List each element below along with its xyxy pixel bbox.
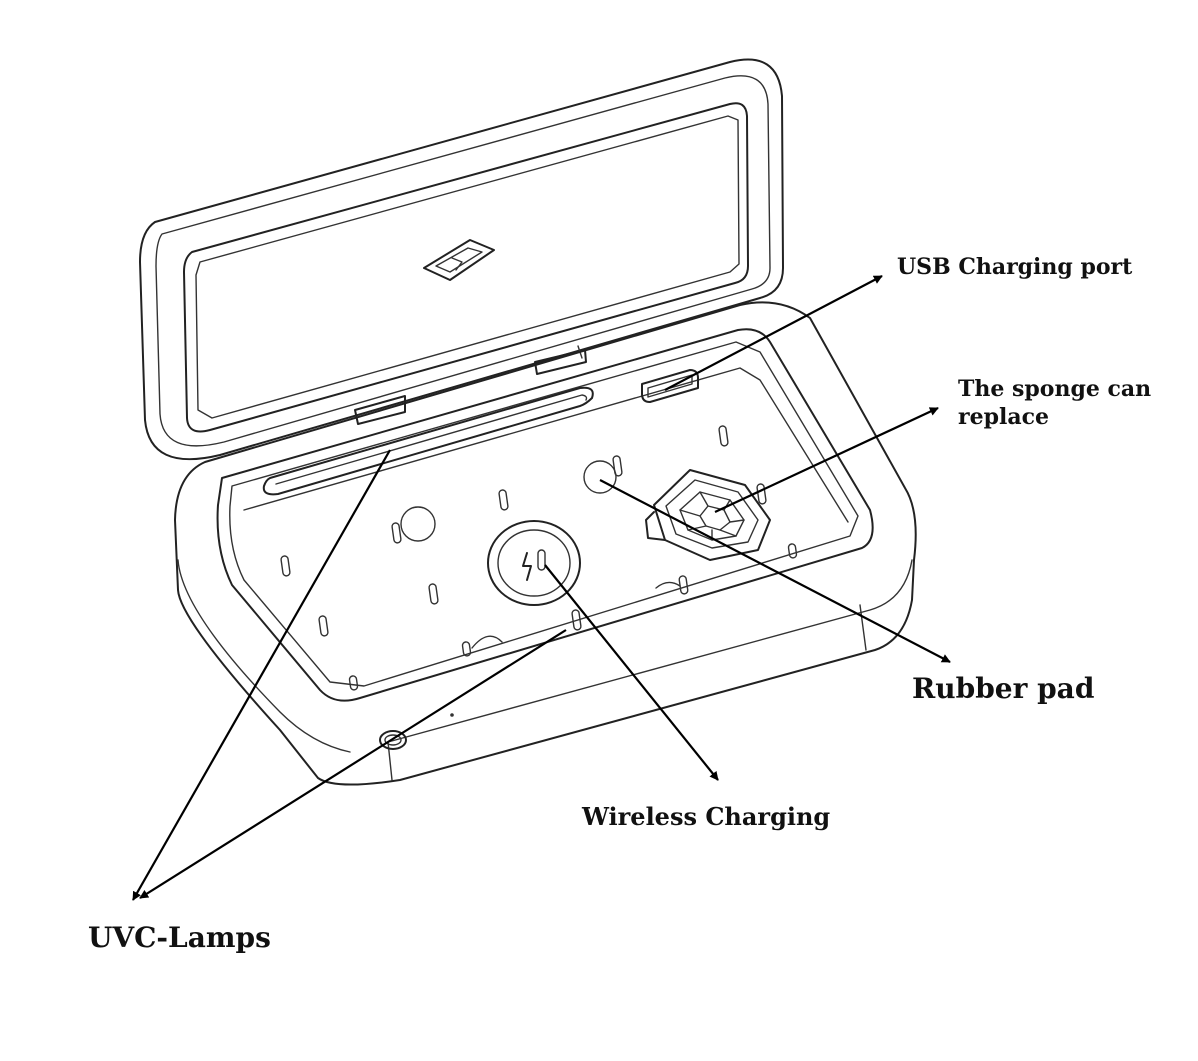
arrow-sponge <box>714 407 939 513</box>
wireless-charging-pad <box>487 520 581 606</box>
arrow-rubber-pad <box>599 479 951 663</box>
usb-charging-port-label: USB Charging port <box>897 254 1133 280</box>
wireless-charging-label: Wireless Charging <box>582 802 831 831</box>
arrow-uvc-1 <box>132 449 391 901</box>
rubber-pads <box>280 425 798 691</box>
sponge-replace-label: The sponge can replace <box>958 375 1151 431</box>
arrow-usb <box>664 275 883 391</box>
arrow-wireless <box>544 564 719 781</box>
leader-arrows <box>132 275 951 901</box>
lightning-bolt-icon <box>522 552 532 581</box>
sponge-label-line-1: The sponge can <box>958 376 1152 402</box>
lid-logo-diamond <box>423 239 495 281</box>
indicator-dot <box>450 713 454 717</box>
power-button <box>379 730 407 750</box>
usb-port <box>641 369 699 403</box>
hinge-tab-right <box>534 349 587 375</box>
arrow-uvc-2 <box>139 629 567 899</box>
sponge-label-line-2: replace <box>958 404 1049 430</box>
open-lid <box>139 58 784 461</box>
box-base <box>174 301 917 786</box>
sponge-holder-hexagon <box>645 469 771 561</box>
uvc-lamp-slot <box>262 386 594 496</box>
uvc-lamps-label: UVC-Lamps <box>88 921 271 954</box>
inner-tray <box>216 328 874 702</box>
rubber-pad-label: Rubber pad <box>912 672 1095 705</box>
hinge-tab-left <box>354 395 406 425</box>
